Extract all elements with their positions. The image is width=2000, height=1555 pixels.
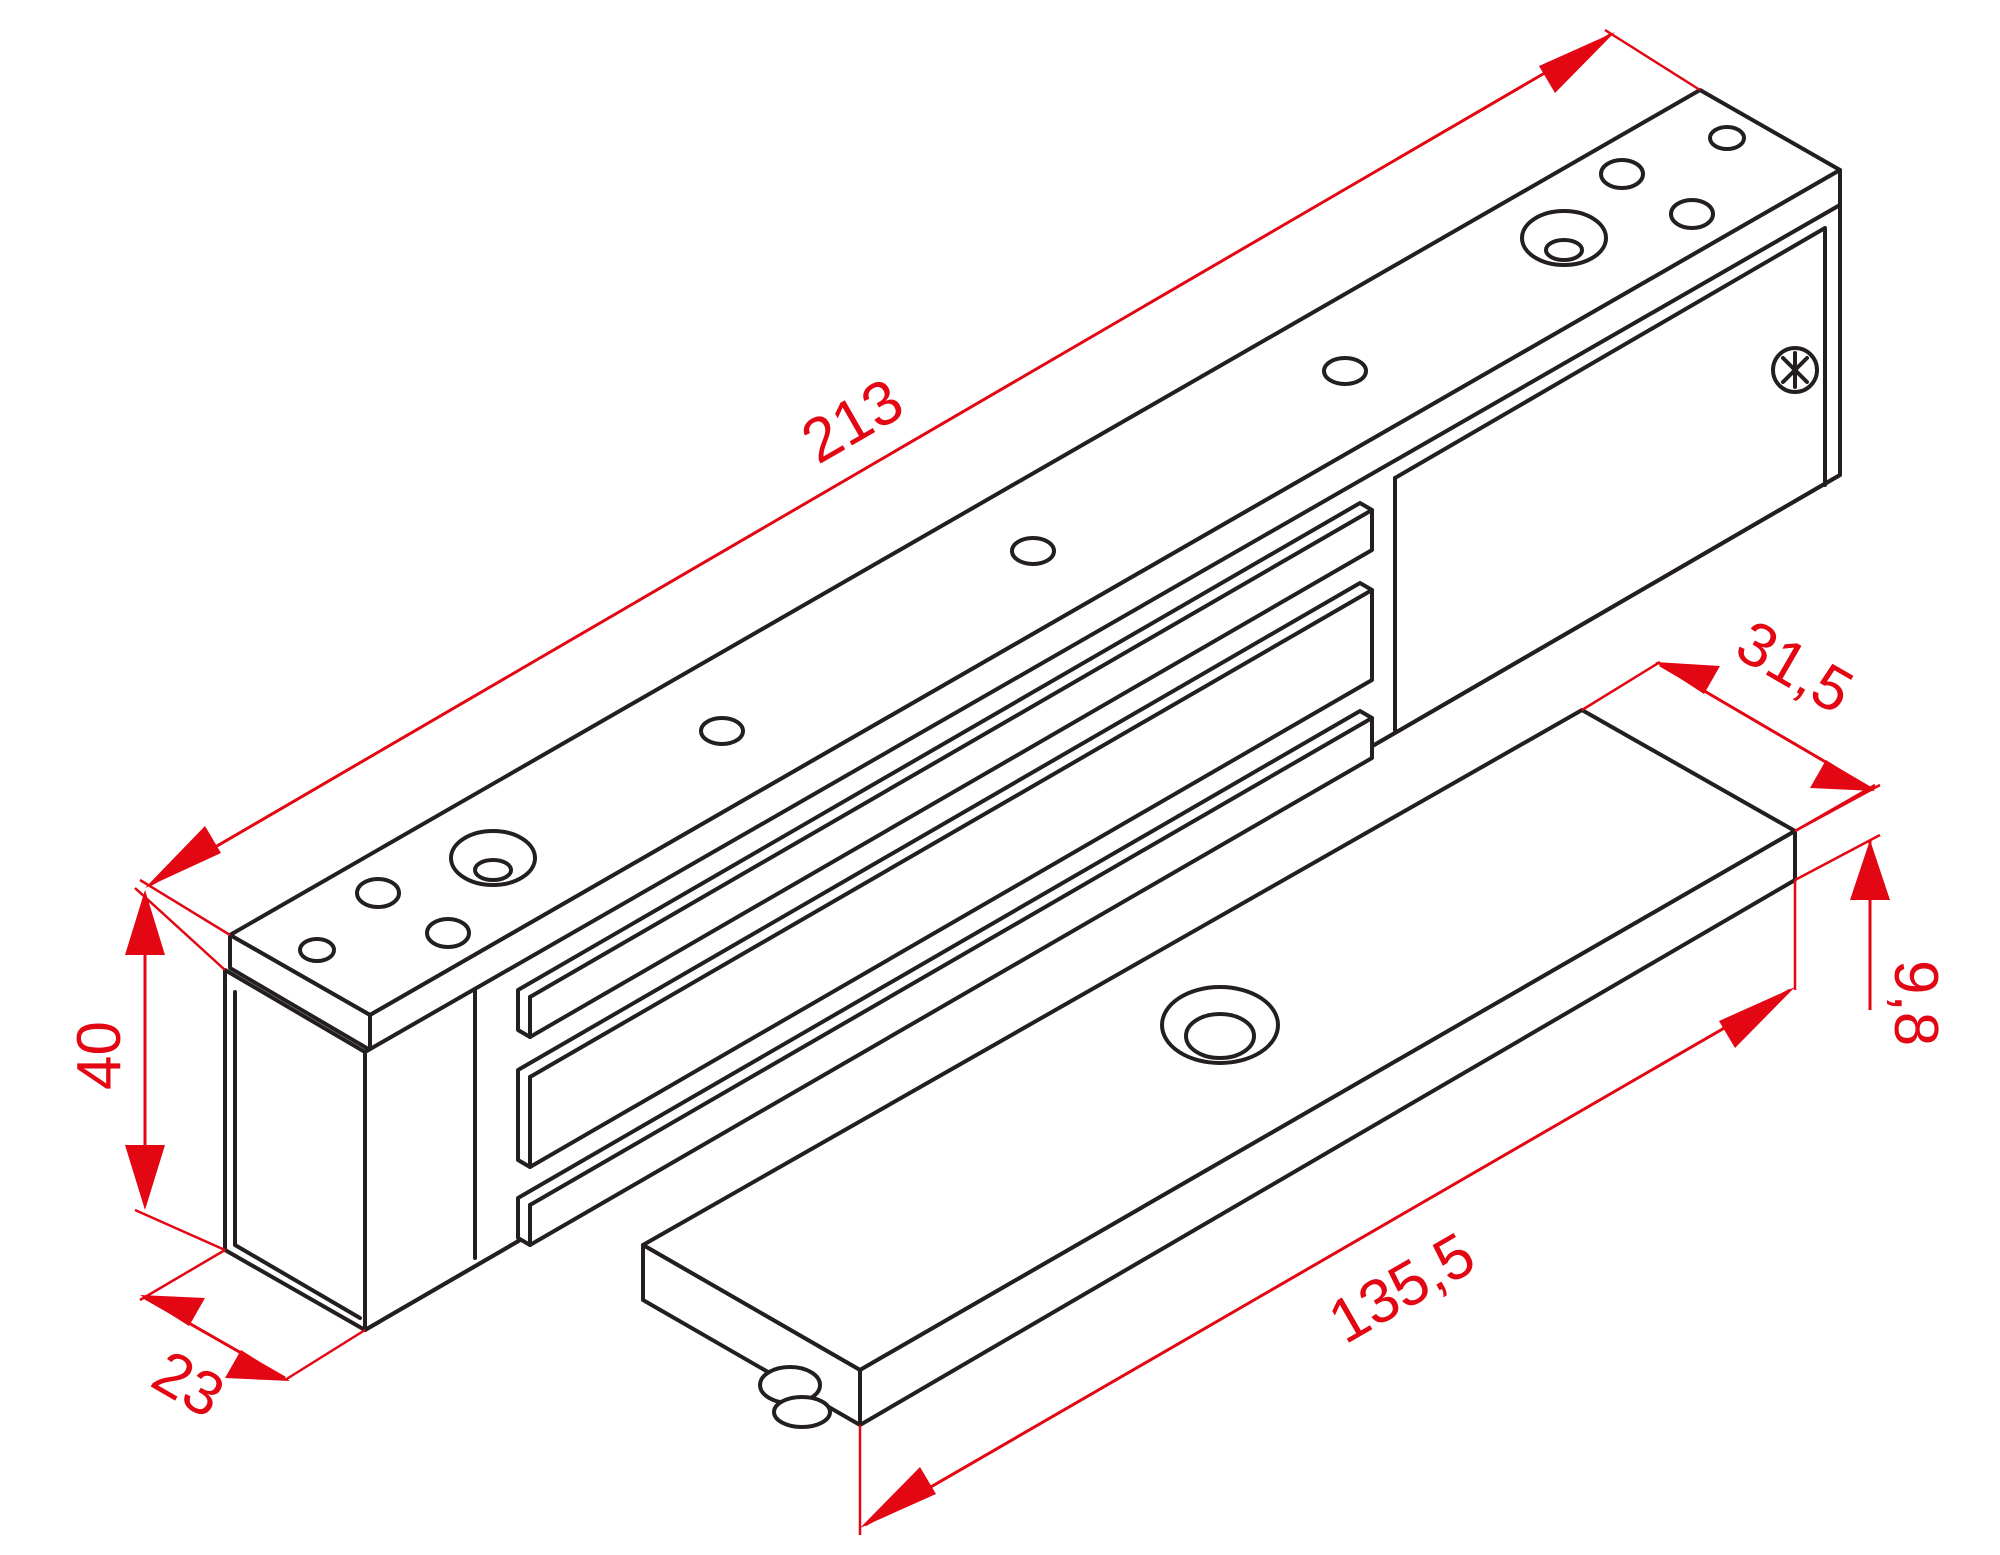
arrow-head bbox=[1655, 662, 1720, 694]
core-bar-bottom bbox=[516, 709, 1374, 1247]
dim-magnet-height: 40 bbox=[65, 887, 226, 1252]
dim-label-23: 23 bbox=[141, 1337, 235, 1431]
arrow-head bbox=[860, 1467, 936, 1528]
arrow-head bbox=[125, 890, 165, 955]
core-bar-top bbox=[516, 501, 1374, 1039]
dim-plate-thickness: 9,8 bbox=[1794, 783, 1950, 1046]
mounting-hole-center-1 bbox=[699, 716, 745, 746]
arrow-head bbox=[145, 826, 221, 888]
mounting-hole-center-2 bbox=[1010, 536, 1056, 566]
mounting-hole-small bbox=[355, 877, 401, 909]
mounting-hole-small bbox=[425, 917, 471, 949]
dim-label-213: 213 bbox=[791, 366, 915, 477]
top-holes bbox=[298, 125, 1746, 963]
dim-label-135-5: 135,5 bbox=[1318, 1220, 1487, 1357]
mounting-hole-center-3 bbox=[1322, 356, 1368, 386]
mounting-hole-small bbox=[1599, 158, 1645, 190]
dim-label-40: 40 bbox=[65, 1021, 134, 1090]
mounting-hole-small bbox=[1669, 198, 1715, 230]
core-bars bbox=[516, 501, 1374, 1247]
arrow-head bbox=[1719, 987, 1795, 1048]
arrow-head bbox=[1539, 32, 1615, 93]
arrow-head bbox=[225, 1350, 290, 1381]
arrow-head bbox=[1810, 760, 1875, 791]
mounting-hole-tiny bbox=[1708, 125, 1746, 151]
core-bar-middle bbox=[516, 581, 1374, 1169]
magnet-end-inner bbox=[233, 990, 362, 1320]
arrow-head bbox=[140, 1295, 205, 1326]
mounting-hole-tiny bbox=[298, 937, 336, 963]
magnet-housing-right bbox=[1393, 226, 1827, 487]
dim-label-31-5: 31,5 bbox=[1725, 607, 1864, 727]
electromagnet bbox=[223, 88, 1842, 1332]
arrow-head bbox=[125, 1145, 165, 1210]
screw-icon bbox=[1771, 346, 1819, 394]
armature-plate bbox=[641, 708, 1797, 1429]
plate-stud bbox=[758, 1365, 832, 1429]
arrow-head bbox=[1850, 840, 1890, 900]
dim-label-9-8: 9,8 bbox=[1881, 960, 1950, 1046]
